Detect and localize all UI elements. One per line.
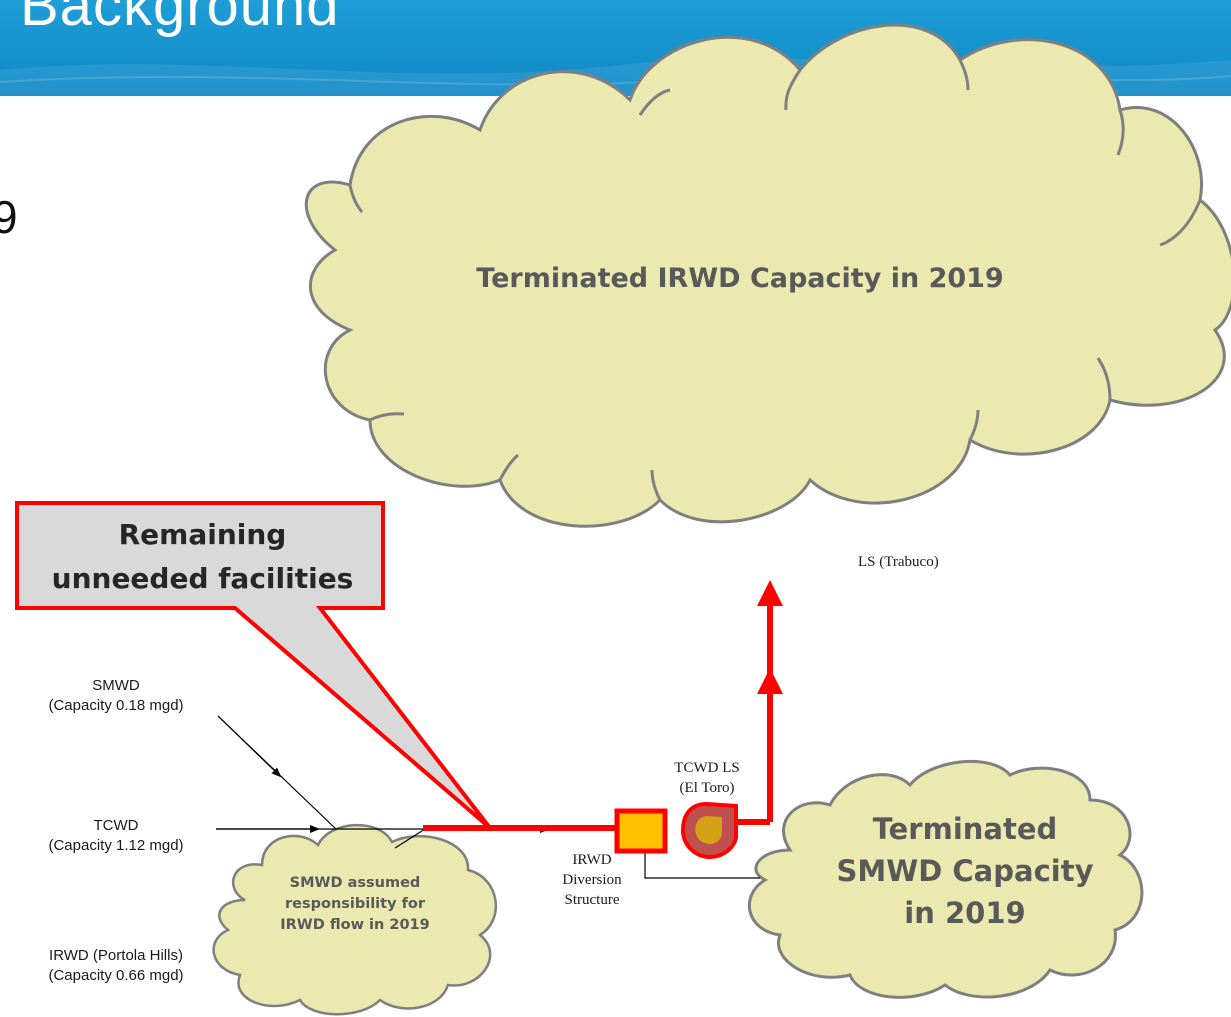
tcwd-capacity: (Capacity 1.12 mgd) — [48, 837, 184, 854]
tcwd-ls-name: TCWD LS — [674, 760, 740, 776]
cloud-detail-line — [348, 59, 1202, 501]
tcwd-ls-label: TCWD LS (El Toro) — [655, 758, 759, 798]
terminated-smwd-cloud — [747, 759, 1144, 999]
callout-label: Remaining unneeded facilities — [51, 518, 354, 595]
red-arrowhead-lower — [757, 668, 783, 694]
irwd-diversion-structure — [614, 808, 668, 854]
diversion-line-2: Diversion — [562, 872, 622, 888]
remaining-facilities-callout — [15, 501, 492, 830]
irwd-inflow-arrow — [394, 828, 426, 849]
smwd-assumed-cloud — [212, 823, 498, 1016]
diversion-line-1: IRWD — [572, 852, 612, 868]
tcwd-ls-location: (El Toro) — [679, 780, 735, 796]
page-title: Background — [20, 0, 340, 38]
terminated-smwd-label: Terminated SMWD Capacity in 2019 — [836, 812, 1094, 930]
tcwd-name: TCWD — [93, 817, 139, 834]
terminated-irwd-label: Terminated IRWD Capacity in 2019 — [476, 263, 1004, 294]
smwd-capacity: (Capacity 0.18 mgd) — [48, 697, 184, 714]
irwd-diversion-label: IRWD Diversion Structure — [545, 850, 639, 910]
tcwd-inflow-label: TCWD (Capacity 1.12 mgd) — [26, 816, 206, 856]
clipped-text-fragment: 9 — [0, 191, 18, 243]
smwd-name: SMWD — [92, 677, 140, 694]
smwd-inflow-arrow — [217, 715, 282, 778]
irwd-capacity: (Capacity 0.66 mgd) — [48, 967, 184, 984]
tcwd-ls-pump-impeller — [695, 816, 722, 844]
smwd-assumed-label: SMWD assumed responsibility for IRWD flo… — [280, 875, 430, 933]
irwd-name: IRWD (Portola Hills) — [49, 947, 183, 964]
terminated-irwd-cloud — [304, 23, 1231, 528]
smwd-inflow-label: SMWD (Capacity 0.18 mgd) — [26, 676, 206, 716]
trabuco-ls-label: LS (Trabuco) — [858, 554, 939, 570]
red-arrowhead-upper — [757, 580, 783, 606]
irwd-inflow-label: IRWD (Portola Hills) (Capacity 0.66 mgd) — [26, 946, 206, 986]
diversion-line-3: Structure — [564, 892, 620, 908]
smwd-diversion-line — [644, 850, 760, 879]
